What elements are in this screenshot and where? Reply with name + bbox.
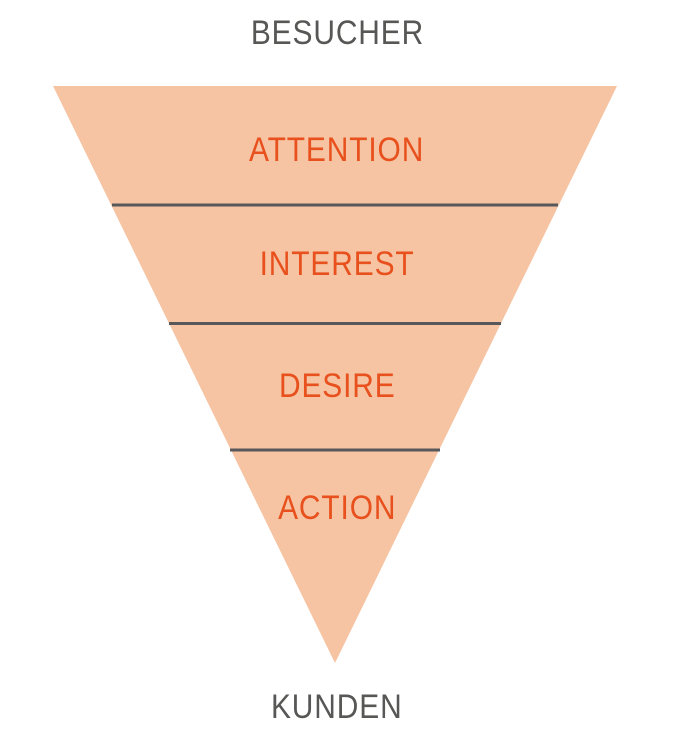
funnel-triangle-shape [53,86,617,663]
